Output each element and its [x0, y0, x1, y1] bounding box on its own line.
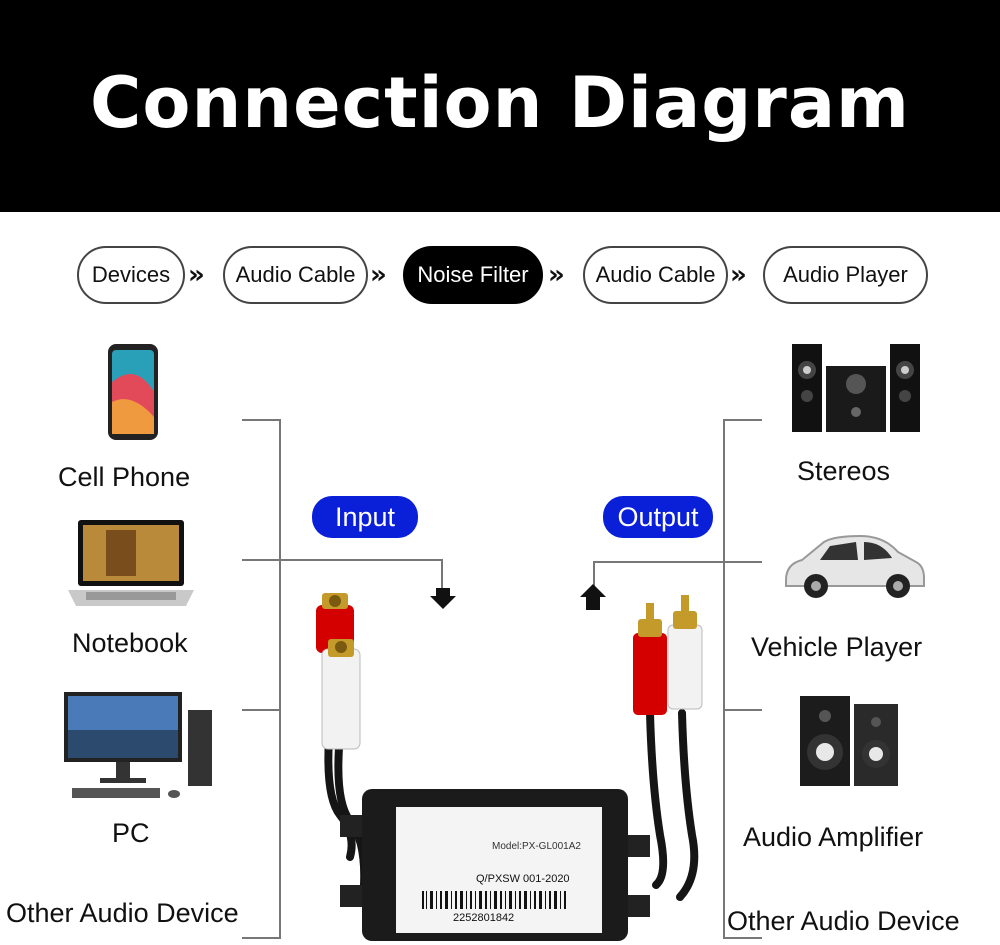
input-device-other: Other Audio Device [6, 898, 239, 928]
bookshelf-speakers-icon [800, 696, 898, 786]
chevron-double-right-icon: » [548, 260, 565, 290]
stereo-speakers-icon [792, 344, 920, 432]
input-badge: Input [312, 496, 418, 538]
cell-phone-icon [108, 344, 158, 440]
chevron-double-right-icon: » [188, 260, 205, 290]
chevron-double-right-icon: » [730, 260, 747, 290]
input-device-cell-phone: Cell Phone [58, 462, 191, 492]
output-device-stereos: Stereos [797, 456, 891, 486]
flow-step-label: Audio Player [783, 262, 908, 287]
output-device-audio-amplifier: Audio Amplifier [743, 822, 924, 852]
output-badge: Output [603, 496, 713, 538]
flow-step-label: Audio Cable [235, 262, 356, 287]
header-banner: Connection Diagram [0, 0, 1000, 212]
input-device-pc: PC [112, 818, 150, 848]
flow-step-devices: Devices [77, 246, 185, 304]
pc-icon [64, 692, 212, 798]
input-device-notebook: Notebook [72, 628, 188, 658]
chevron-double-right-icon: » [370, 260, 387, 290]
filter-model-label: Model:PX-GL001A2 [492, 841, 581, 852]
noise-filter-device [316, 593, 703, 941]
flow-step-audio-cable-out: Audio Cable [583, 246, 728, 304]
output-device-vehicle-player: Vehicle Player [751, 632, 923, 662]
flow-step-audio-cable-in: Audio Cable [223, 246, 368, 304]
flow-step-audio-player: Audio Player [763, 246, 928, 304]
flow-step-noise-filter: Noise Filter [403, 246, 543, 304]
flow-step-label: Devices [91, 262, 171, 287]
filter-standard-label: Q/PXSW 001-2020 [476, 873, 570, 885]
flow-step-label: Audio Cable [595, 262, 716, 287]
car-icon [785, 534, 925, 598]
filter-barcode-number: 2252801842 [453, 912, 515, 924]
notebook-icon [68, 520, 194, 606]
output-device-other: Other Audio Device [727, 906, 960, 936]
flow-step-label: Noise Filter [417, 262, 529, 287]
page-title: Connection Diagram [90, 62, 910, 144]
